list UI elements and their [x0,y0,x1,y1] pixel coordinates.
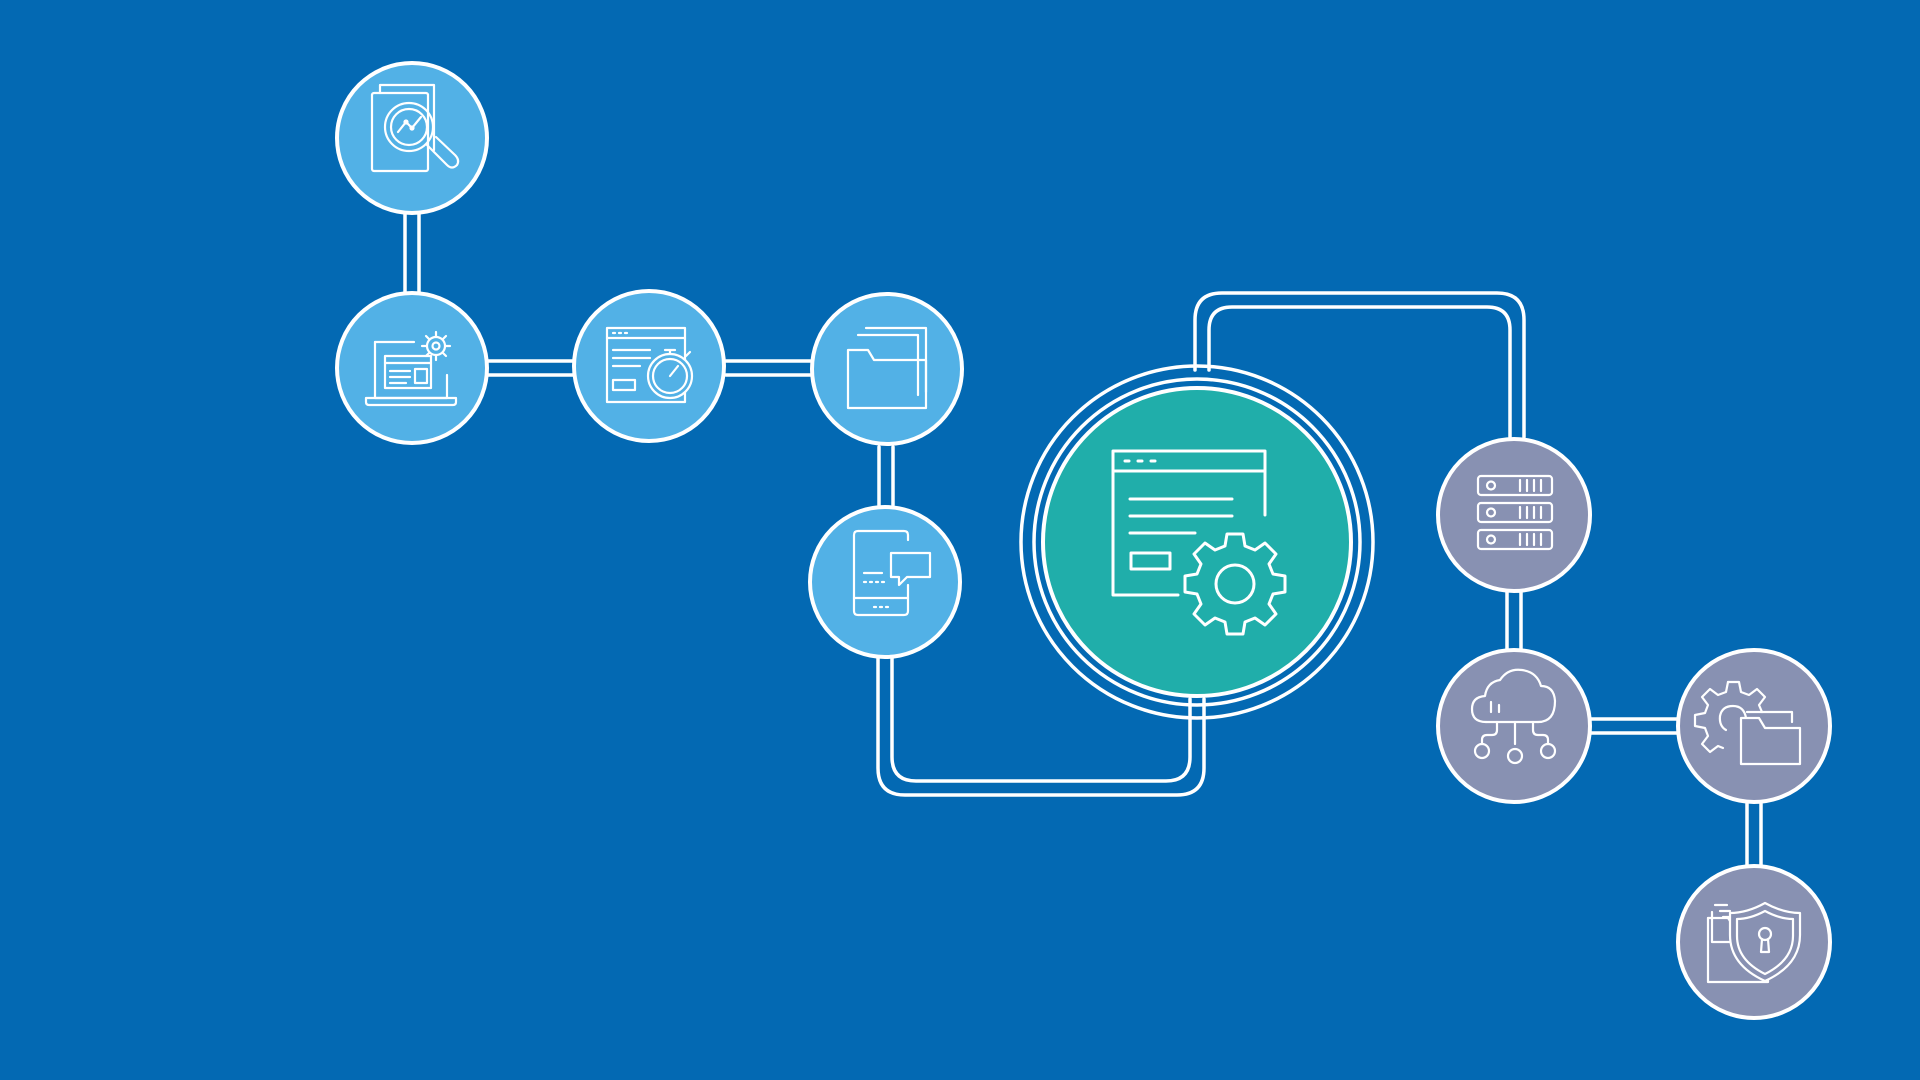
connector-cloud-foldersettings [1586,717,1680,735]
server-rack-icon [1476,474,1554,551]
cloud-network-icon [1470,668,1557,765]
browser-gear-icon [1111,449,1287,636]
connector-folders-mobile [877,445,895,507]
node-web-timer[interactable] [572,289,726,443]
laptop-gear-icon [364,330,458,407]
shield-lock-folder-icon [1706,901,1802,984]
gear-folder-icon [1693,680,1802,766]
connector-laptop-webtimer [486,359,575,377]
connector-analytics-laptop [403,210,421,297]
connector-foldersettings-securefiles [1745,802,1763,868]
node-app-settings-hub[interactable] [1041,386,1353,698]
node-laptop-settings[interactable] [335,291,489,445]
folders-icon [846,326,928,410]
connector-hub-servers [1193,291,1526,439]
connector-mobile-hub [876,656,1206,797]
hub-outer-rings [1019,364,1375,720]
connector-servers-cloud [1505,590,1523,652]
mobile-chat-icon [852,529,932,617]
node-servers[interactable] [1436,437,1592,593]
node-folders[interactable] [810,292,964,446]
connectors [403,210,1763,868]
node-analytics[interactable] [335,61,489,215]
browser-stopwatch-icon [605,326,694,404]
connector-webtimer-folders [724,359,812,377]
document-search-analytics-icon [370,83,460,173]
